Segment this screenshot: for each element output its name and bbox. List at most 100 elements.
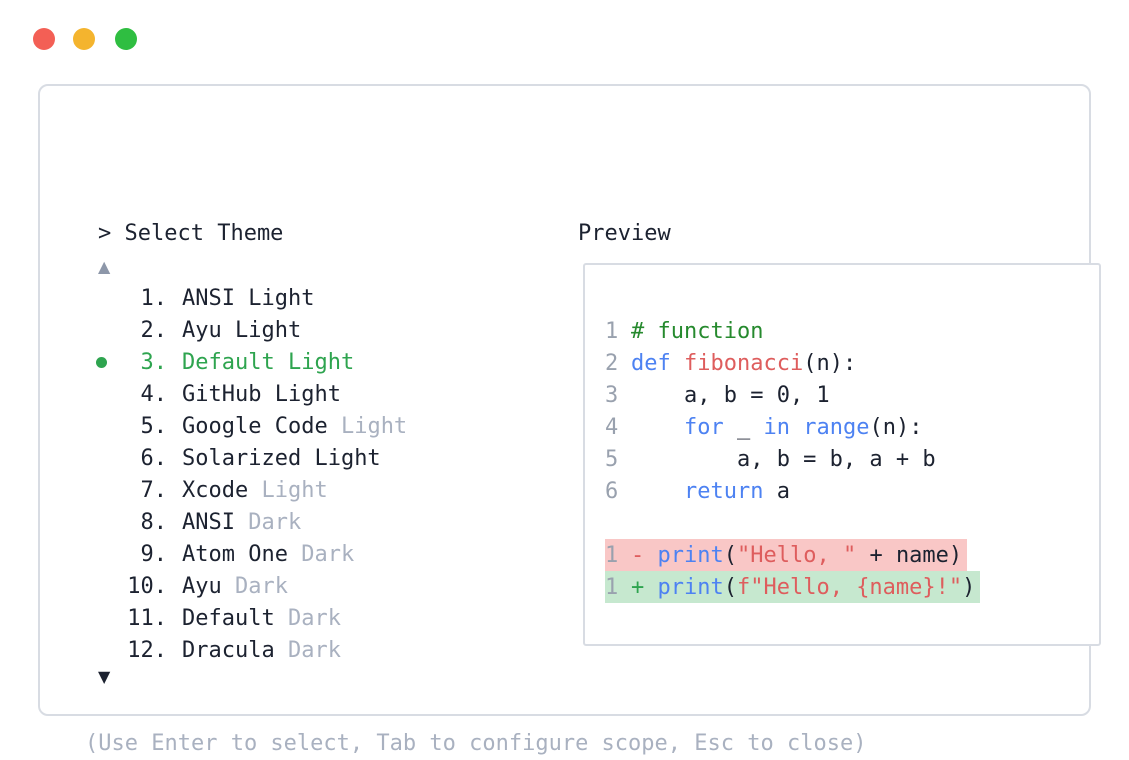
selected-indicator-dot: [96, 570, 109, 602]
selected-indicator-dot: [96, 506, 109, 538]
preview-label: Preview: [578, 221, 671, 246]
code-text: - print("Hello, " + name): [631, 543, 962, 568]
code-line-content: [605, 507, 636, 539]
code-token: (n):: [803, 350, 857, 376]
theme-item-name: Google Code: [182, 413, 341, 439]
theme-item-variant: Light: [248, 285, 315, 311]
theme-list-item[interactable]: 3.Default Light: [96, 346, 407, 378]
theme-item-variant: Light: [287, 349, 355, 375]
theme-list-item[interactable]: 8. ANSI Dark: [96, 506, 407, 538]
code-token: fibonacci: [684, 350, 804, 376]
code-line-content: 5 a, b = b, a + b: [605, 443, 941, 475]
theme-item-label: Dracula Dark: [182, 638, 341, 663]
scroll-down-icon[interactable]: ▼: [98, 667, 111, 686]
code-line: 3 a, b = 0, 1: [605, 379, 980, 411]
code-token: def: [631, 350, 671, 376]
theme-item-name: Ayu: [182, 573, 235, 599]
theme-item-label: Solarized Light: [182, 446, 381, 471]
selected-indicator-dot: [96, 346, 109, 378]
code-text: return a: [631, 479, 790, 504]
code-text: a, b = 0, 1: [631, 383, 830, 408]
theme-list-item[interactable]: 7.Xcode Light: [96, 474, 407, 506]
selected-indicator-dot: [96, 314, 109, 346]
theme-item-variant: Light: [314, 445, 381, 471]
code-line-content: 1 + print(f"Hello, {name}!"): [605, 571, 981, 603]
theme-item-name: Default: [182, 605, 288, 631]
code-token: a, b = 0, 1: [631, 382, 830, 408]
code-token: for: [683, 414, 724, 440]
line-number: 6: [605, 478, 619, 504]
theme-item-variant: Dark: [248, 509, 302, 535]
theme-item-label: Default Dark: [182, 606, 341, 631]
theme-item-label: ANSI Dark: [182, 510, 301, 535]
code-line: 2 def fibonacci(n):: [605, 347, 980, 379]
code-token: [631, 415, 684, 440]
code-token: a: [763, 478, 790, 504]
code-token: [631, 479, 684, 504]
code-token: _: [723, 414, 764, 440]
code-text: def fibonacci(n):: [631, 351, 856, 376]
theme-item-number: 12.: [127, 637, 167, 663]
code-line-content: 2 def fibonacci(n):: [605, 347, 861, 379]
code-text: for _ in range(n):: [631, 415, 922, 440]
line-number: 1: [605, 542, 619, 568]
code-line-content: 1 - print("Hello, " + name): [605, 539, 968, 571]
code-text: a, b = b, a + b: [631, 447, 936, 472]
theme-item-name: Ayu: [182, 317, 235, 343]
theme-item-number: 4.: [140, 381, 168, 407]
code-token: "Hello, ": [736, 542, 857, 568]
theme-item-label: ANSI Light: [182, 286, 314, 311]
code-token: ): [962, 574, 976, 600]
maximize-button[interactable]: [115, 28, 137, 50]
selected-indicator-dot: [96, 378, 109, 410]
code-line-diff-added: 1 + print(f"Hello, {name}!"): [605, 571, 981, 603]
code-line: 5 a, b = b, a + b: [605, 443, 980, 475]
minimize-button[interactable]: [73, 28, 95, 50]
theme-item-variant: Dark: [234, 573, 288, 599]
theme-item-number: 5.: [140, 413, 168, 439]
selected-indicator-dot: [96, 634, 109, 666]
theme-item-variant: Light: [274, 381, 341, 407]
theme-list-item[interactable]: 6.Solarized Light: [96, 442, 407, 474]
code-token: print: [657, 574, 724, 600]
theme-list-item[interactable]: 11.Default Dark: [96, 602, 407, 634]
code-token: # function: [631, 318, 764, 344]
selected-indicator-dot: [96, 442, 109, 474]
theme-item-name: ANSI: [182, 285, 249, 311]
code-token: f"Hello, {name}!": [736, 574, 963, 600]
close-button[interactable]: [33, 28, 55, 50]
theme-item-name: Atom One: [182, 541, 302, 567]
line-number: 2: [605, 350, 619, 376]
code-token: +: [631, 574, 658, 600]
theme-item-label: Xcode Light: [182, 478, 328, 503]
code-token: in: [763, 414, 790, 440]
theme-list-item[interactable]: 9. Atom One Dark: [96, 538, 407, 570]
theme-list-item[interactable]: 4. GitHub Light: [96, 378, 407, 410]
theme-item-number: 8.: [140, 509, 168, 535]
code-token: return: [683, 478, 764, 504]
theme-list-item[interactable]: 10.Ayu Dark: [96, 570, 407, 602]
code-token: (: [723, 574, 737, 600]
code-text: # function: [631, 319, 763, 344]
selected-indicator-dot: [96, 602, 109, 634]
theme-list-item[interactable]: 1.ANSI Light: [96, 282, 407, 314]
code-line-diff-removed: 1 - print("Hello, " + name): [605, 539, 980, 571]
theme-list-item[interactable]: 2.Ayu Light: [96, 314, 407, 346]
theme-item-variant: Light: [340, 413, 408, 439]
code-token: (: [723, 542, 737, 568]
theme-item-number: 9.: [140, 541, 168, 567]
line-number: 1: [605, 574, 619, 600]
scroll-up-icon[interactable]: ▲: [98, 257, 111, 276]
theme-list-item[interactable]: 12. Dracula Dark: [96, 634, 407, 666]
keyboard-hints: (Use Enter to select, Tab to configure s…: [85, 731, 867, 756]
theme-item-variant: Light: [261, 477, 328, 503]
code-token: (n):: [869, 414, 923, 440]
theme-list-item[interactable]: 5. Google Code Light: [96, 410, 408, 442]
code-token: print: [657, 542, 724, 568]
theme-item-name: Dracula: [182, 637, 288, 663]
theme-item-name: GitHub: [182, 381, 275, 407]
theme-item-label: Atom One Dark: [182, 542, 354, 567]
